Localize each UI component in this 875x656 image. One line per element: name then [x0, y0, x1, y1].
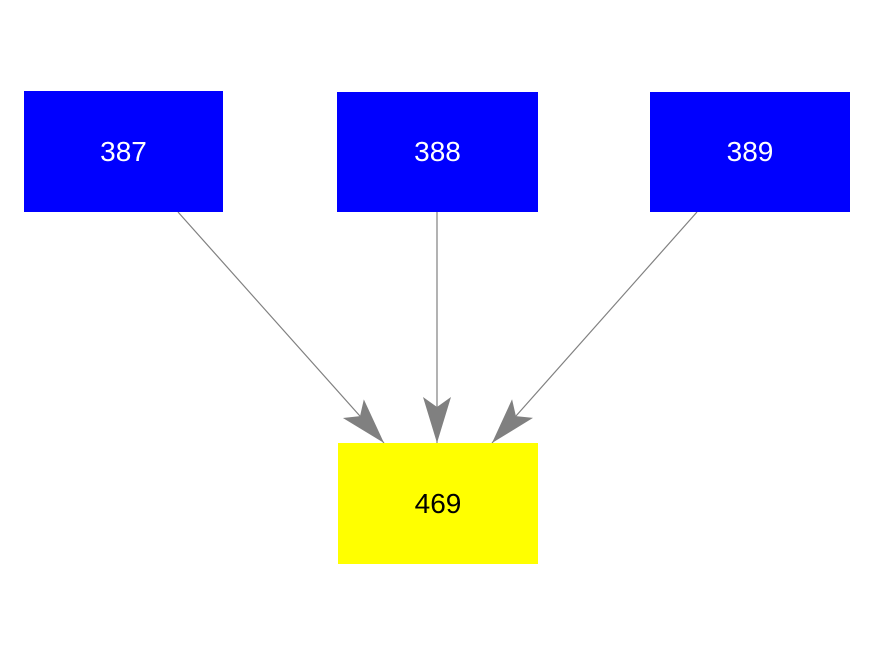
node-388[interactable]: 388 [337, 92, 538, 212]
node-label: 387 [100, 135, 147, 167]
node-label: 388 [414, 136, 461, 167]
node-469[interactable]: 469 [338, 443, 538, 564]
edge-387-to-469 [177, 211, 385, 444]
node-387[interactable]: 387 [24, 91, 223, 212]
node-389[interactable]: 389 [650, 92, 850, 212]
node-label: 389 [726, 136, 774, 167]
node-label: 469 [414, 487, 462, 519]
edge-389-to-469 [491, 211, 698, 444]
